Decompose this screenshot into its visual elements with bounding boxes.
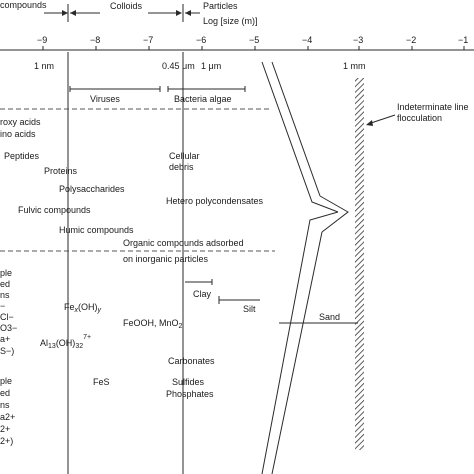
fragment-upper-7: S−) [0,346,14,356]
al-sup: 7+ [83,334,91,341]
silt-label: Silt [243,304,256,314]
indeterminate-hatched-bar [355,78,364,450]
tick-label-minus4: −4 [302,35,312,45]
tick-label-minus1: −1 [458,35,468,45]
arrow-lower-inner [271,231,323,474]
axis-title: Log [size (m)] [203,16,258,26]
size-1um-label: 1 μm [201,61,221,71]
fragment-upper-1: ed [0,279,10,289]
arrow-head [319,195,349,233]
cellular-debris-label-line1: Cellular [169,151,200,161]
fragment-lower-4: 2+ [0,424,10,434]
al-sub1: 13 [48,343,56,350]
biological-ranges: Viruses Bacteria algae [69,86,246,104]
viruses-label: Viruses [90,94,120,104]
tick-label-minus2: −2 [406,35,416,45]
fragment-upper-4: Cl− [0,312,14,322]
size-1mm-label: 1 mm [343,61,366,71]
compounds-label: compounds [0,0,47,10]
hetero-polycondensates-label: Hetero polycondensates [166,196,264,206]
particles-label: Particles [203,1,238,11]
indeterminate-pointer-arrowhead [366,120,373,126]
cellular-debris-label-line2: debris [169,162,194,172]
tick-label-minus9: −9 [37,35,47,45]
bacteria-algae-label: Bacteria algae [174,94,232,104]
header-categories: compounds Colloids Particles Log [size (… [0,0,258,26]
feooh-main: FeOOH, MnO [123,318,179,328]
fragment-upper-2: ns [0,290,10,300]
colloids-label: Colloids [110,1,143,11]
feooh-formula: FeOOH, MnO2 [123,318,183,330]
fe-oh-mid: (OH) [78,302,98,312]
polysaccharides-label: Polysaccharides [59,184,125,194]
flocculation-arrow [261,61,349,474]
indeterminate-label-line2: flocculation [397,113,442,123]
tick-label-minus6: −6 [196,35,206,45]
sand-label: Sand [319,312,340,322]
phosphates-label: Phosphates [166,389,214,399]
al-mid: (OH) [56,338,76,348]
fe-oh-sub: x [74,307,79,314]
tick-label-minus3: −3 [353,35,363,45]
tick-label-minus8: −8 [90,35,100,45]
fe-oh-sub2: y [97,307,102,314]
amino-acids-label: ino acids [0,129,36,139]
adsorbed-label-line1: Organic compounds adsorbed [123,238,244,248]
indeterminate-pointer-line [367,114,396,125]
clay-label: Clay [193,289,212,299]
size-045um-label: 0.45 μm [162,61,195,71]
fragment-lower-3: a2+ [0,412,15,422]
fe-oh-prefix: Fe [64,302,75,312]
fragment-lower-2: ns [0,400,10,410]
size-1nm-label: 1 nm [34,61,54,71]
hydroxy-acids-label: roxy acids [0,117,41,127]
arrow-upper-outer [261,61,339,213]
organic-compounds: roxy acids ino acids Peptides Proteins P… [0,117,264,264]
tick-label-minus7: −7 [143,35,153,45]
fragment-lower-0: ple [0,376,12,386]
left-fragments-upper: ple ed ns − Cl− O3− a+ S−) [0,268,17,356]
fulvic-compounds-label: Fulvic compounds [18,205,91,215]
adsorbed-label-line2: on inorganic particles [123,254,209,264]
mineral-ranges: Clay Silt Sand [185,279,358,324]
tick-label-minus5: −5 [249,35,259,45]
arrow-lower-outer [261,211,339,474]
fragment-upper-0: ple [0,268,12,278]
fragment-upper-3: − [0,301,5,311]
compounds-arrowhead [62,10,68,16]
fragment-upper-5: O3− [0,323,17,333]
proteins-label: Proteins [44,166,78,176]
al-prefix: Al [40,338,48,348]
sulfides-label: Sulfides [172,377,205,387]
humic-compounds-label: Humic compounds [59,225,134,235]
al-oh-formula: Al13(OH)327+ [40,334,91,350]
fragment-lower-5: 2+) [0,436,13,446]
peptides-label: Peptides [4,151,40,161]
fragment-lower-1: ed [0,388,10,398]
feooh-sub: 2 [179,323,183,330]
colloids-arrowhead-left [70,10,76,16]
carbonates-label: Carbonates [168,356,215,366]
indeterminate-label-line1: Indeterminate line [397,102,469,112]
arrow-upper-inner [271,61,321,197]
al-sub2: 32 [75,343,83,350]
log-scale-axis: −9 −8 −7 −6 −5 −4 −3 −2 −1 1 nm 0.45 μm … [0,35,474,71]
left-fragments-lower: ple ed ns a2+ 2+ 2+) [0,376,15,446]
inorganic-compounds: Fex(OH)y FeOOH, MnO2 Al13(OH)327+ Carbon… [40,302,215,399]
fe-oh-formula: Fex(OH)y [64,302,102,314]
fragment-upper-6: a+ [0,334,10,344]
fes-label: FeS [93,377,110,387]
colloids-arrowhead-right [176,10,182,16]
